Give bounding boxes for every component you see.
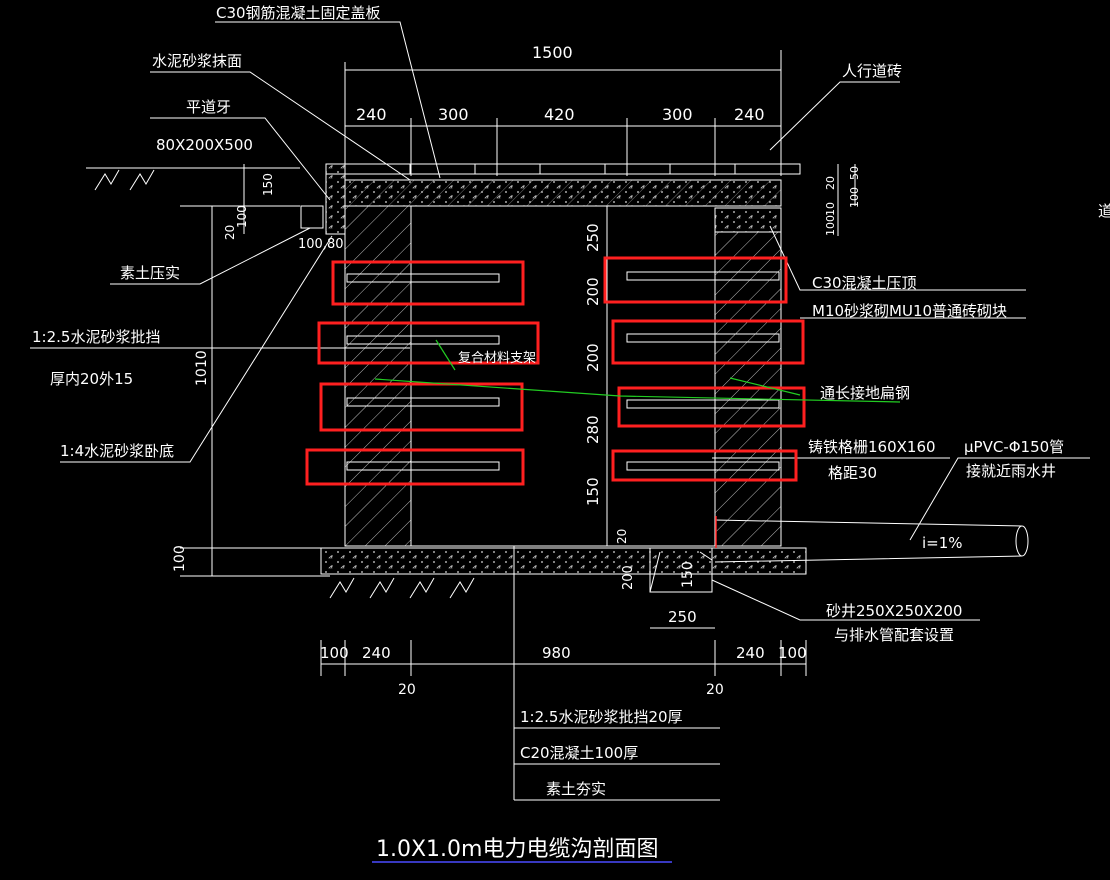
dim-curb-100: 100 [235, 205, 249, 228]
label-curb-name: 平道牙 [186, 98, 231, 116]
label-floor-layer-1: 1:2.5水泥砂浆批挡20厚 [520, 708, 683, 726]
dim-curb-150: 150 [261, 173, 275, 196]
leader-sand-well [711, 579, 980, 621]
label-grating-1: 铸铁格栅160X160 [808, 438, 936, 456]
label-slope: i=1% [922, 534, 963, 552]
bracket-left-3 [319, 382, 524, 432]
leader-coping [769, 225, 1026, 291]
bracket-right-3 [617, 386, 806, 428]
base-slab [320, 547, 807, 575]
dim-sump-150: 150 [680, 561, 696, 588]
bracket-arm-l2 [346, 335, 500, 345]
label-grating-2: 格距30 [828, 464, 877, 482]
leader-pipe [909, 457, 1090, 541]
left-wall [344, 205, 412, 547]
dim-offset-right: 20 [706, 682, 724, 698]
sand-well-wall [649, 551, 713, 593]
dim-inner-250: 250 [584, 223, 602, 252]
label-sidewalk-brick: 人行道砖 [842, 62, 902, 80]
dim-inner-200b: 200 [584, 343, 602, 372]
bracket-arm-l1 [346, 273, 500, 283]
ground-wire [374, 339, 901, 403]
cover-slab-hatch [344, 179, 782, 207]
leader-soil [110, 227, 311, 285]
dim-top-1: 240 [356, 105, 387, 124]
label-plaster: 1:2.5水泥砂浆批挡 [32, 328, 160, 346]
ground-symbols [86, 167, 475, 599]
dim-right-100: 100 [824, 215, 837, 236]
leader-cover-slab [215, 21, 441, 179]
label-sand-well-2: 与排水管配套设置 [834, 626, 954, 644]
label-composite-bracket: 复合材料支架 [458, 351, 536, 366]
label-bedding: 1:4水泥砂浆卧底 [60, 442, 174, 460]
bracket-arm-r4 [626, 461, 780, 471]
dim-inner-200a: 200 [584, 277, 602, 306]
dim-right-100b: 100 [848, 187, 861, 208]
dim-sump-200: 200 [621, 565, 636, 590]
dim-right-10: 10 [824, 202, 837, 216]
bracket-right-1 [603, 256, 788, 304]
cable-brackets [305, 256, 806, 486]
label-ground-steel: 通长接地扁钢 [820, 384, 910, 402]
curb-block [300, 205, 324, 229]
label-mortar-surface: 水泥砂浆抹面 [152, 52, 242, 70]
dim-top-4: 300 [662, 105, 693, 124]
dim-right-20: 20 [824, 176, 837, 190]
bracket-left-2 [317, 321, 540, 365]
leader-mortar [150, 71, 411, 181]
drawing-title: 1.0X1.0m电力电缆沟剖面图 [376, 837, 658, 862]
bracket-arm-r2 [626, 333, 780, 343]
leader-bedding [60, 235, 333, 463]
dim-block-label: 100,80 [298, 237, 344, 252]
dim-bottom-3: 980 [542, 644, 571, 662]
dim-curb-20: 20 [223, 225, 237, 240]
dim-bottom-1: 100 [320, 644, 349, 662]
label-plaster-note: 厚内20外15 [50, 370, 133, 388]
dim-bottom-4: 240 [736, 644, 765, 662]
bracket-arm-r1 [626, 271, 780, 281]
pvc-pipe [714, 519, 1023, 563]
label-compacted-soil: 素土压实 [120, 264, 180, 282]
label-pipe-2: 接就近雨水井 [966, 462, 1056, 480]
dim-right-50: 50 [848, 166, 861, 180]
label-cover-slab: C30钢筋混凝土固定盖板 [216, 4, 381, 22]
dim-inner-280: 280 [584, 415, 602, 444]
dim-offset-left: 20 [398, 682, 416, 698]
annotations: C30钢筋混凝土固定盖板 水泥砂浆抹面 平道牙 80X200X500 人行道砖 … [32, 4, 1110, 862]
bracket-arm-r3 [626, 399, 780, 409]
dim-top-3: 420 [544, 105, 575, 124]
leader-sidewalk [769, 81, 900, 151]
label-floor-layer-3: 素土夯实 [546, 780, 606, 798]
label-floor-layer-2: C20混凝土100厚 [520, 744, 638, 762]
label-curb-size: 80X200X500 [156, 136, 253, 154]
label-brick-wall: M10砂浆砌MU10普通砖砌块 [812, 302, 1007, 320]
dim-left-height-text: 1010 [194, 350, 210, 386]
label-c30-coping: C30混凝土压顶 [812, 274, 917, 292]
dim-sump-width: 250 [668, 608, 697, 626]
dim-inner-150: 150 [584, 477, 602, 506]
dim-left-base-text: 100 [172, 545, 188, 572]
dim-bottom-2: 240 [362, 644, 391, 662]
dim-top-2: 300 [438, 105, 469, 124]
bracket-left-4 [305, 448, 525, 486]
dim-top-5: 240 [734, 105, 765, 124]
sidewalk-paving [325, 163, 801, 175]
sand-well [649, 548, 713, 593]
bracket-right-4 [611, 449, 798, 482]
curb-stone [325, 163, 346, 235]
pvc-pipe-end [1015, 525, 1029, 557]
bracket-arm-l3 [346, 397, 500, 407]
label-edge-glyph: 道 [1098, 202, 1110, 220]
bracket-right-2 [611, 319, 805, 365]
bracket-left-1 [331, 260, 525, 306]
label-pipe-1: μPVC-Φ150管 [964, 438, 1064, 456]
label-sand-well-1: 砂井250X250X200 [826, 602, 962, 620]
dim-bottom-5: 100 [778, 644, 807, 662]
bracket-arm-l4 [346, 461, 500, 471]
dim-total-width: 1500 [532, 43, 573, 62]
leader-curb [150, 117, 331, 201]
dim-floor-20: 20 [615, 529, 629, 544]
